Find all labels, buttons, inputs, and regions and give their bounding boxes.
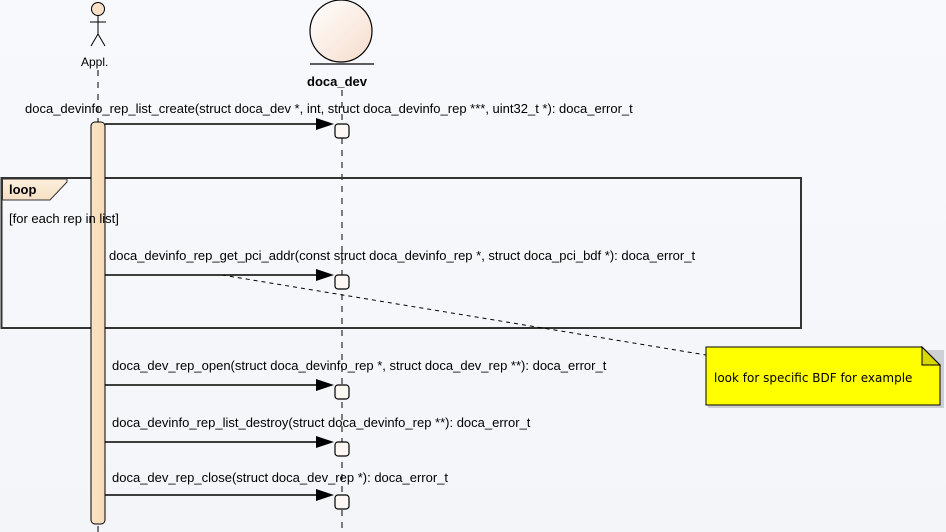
message-arrow[interactable] (105, 489, 350, 510)
fragment-tag (2, 178, 68, 201)
message-arrow[interactable] (105, 269, 350, 290)
lifeline-label-appl: Appl. (81, 55, 109, 69)
fragment-guard: [for each rep in list] (9, 211, 119, 226)
note-connector (221, 274, 707, 356)
arrowhead-icon (316, 269, 334, 281)
message-label[interactable]: doca_dev_rep_close(struct doca_dev_rep *… (112, 470, 449, 485)
fragment-operator: loop (9, 182, 37, 197)
message-label[interactable]: doca_devinfo_rep_list_create(struct doca… (25, 101, 633, 116)
message-label[interactable]: doca_devinfo_rep_list_destroy(struct doc… (112, 415, 531, 430)
execution-occurrence (334, 494, 350, 510)
message-arrow[interactable] (105, 436, 350, 457)
entity-icon[interactable] (309, 0, 374, 65)
activation-bar (90, 121, 106, 525)
execution-occurrence (334, 123, 350, 139)
note[interactable] (705, 345, 944, 408)
arrowhead-icon (316, 379, 334, 391)
message-label[interactable]: doca_devinfo_rep_get_pci_addr(const stru… (109, 248, 696, 263)
actor-icon[interactable] (90, 2, 106, 47)
note-text: look for specific BDF for example (714, 371, 913, 385)
message-arrow[interactable] (105, 379, 350, 400)
execution-occurrence (334, 441, 350, 457)
arrowhead-icon (316, 489, 334, 501)
loop-fragment (0, 177, 802, 329)
execution-occurrence (334, 274, 350, 290)
message-label[interactable]: doca_dev_rep_open(struct doca_devinfo_re… (112, 358, 607, 373)
lifeline-label-doca-dev: doca_dev (307, 74, 367, 89)
message-arrow[interactable] (105, 118, 350, 139)
execution-occurrence (334, 384, 350, 400)
arrowhead-icon (316, 436, 334, 448)
arrowhead-icon (316, 118, 334, 130)
